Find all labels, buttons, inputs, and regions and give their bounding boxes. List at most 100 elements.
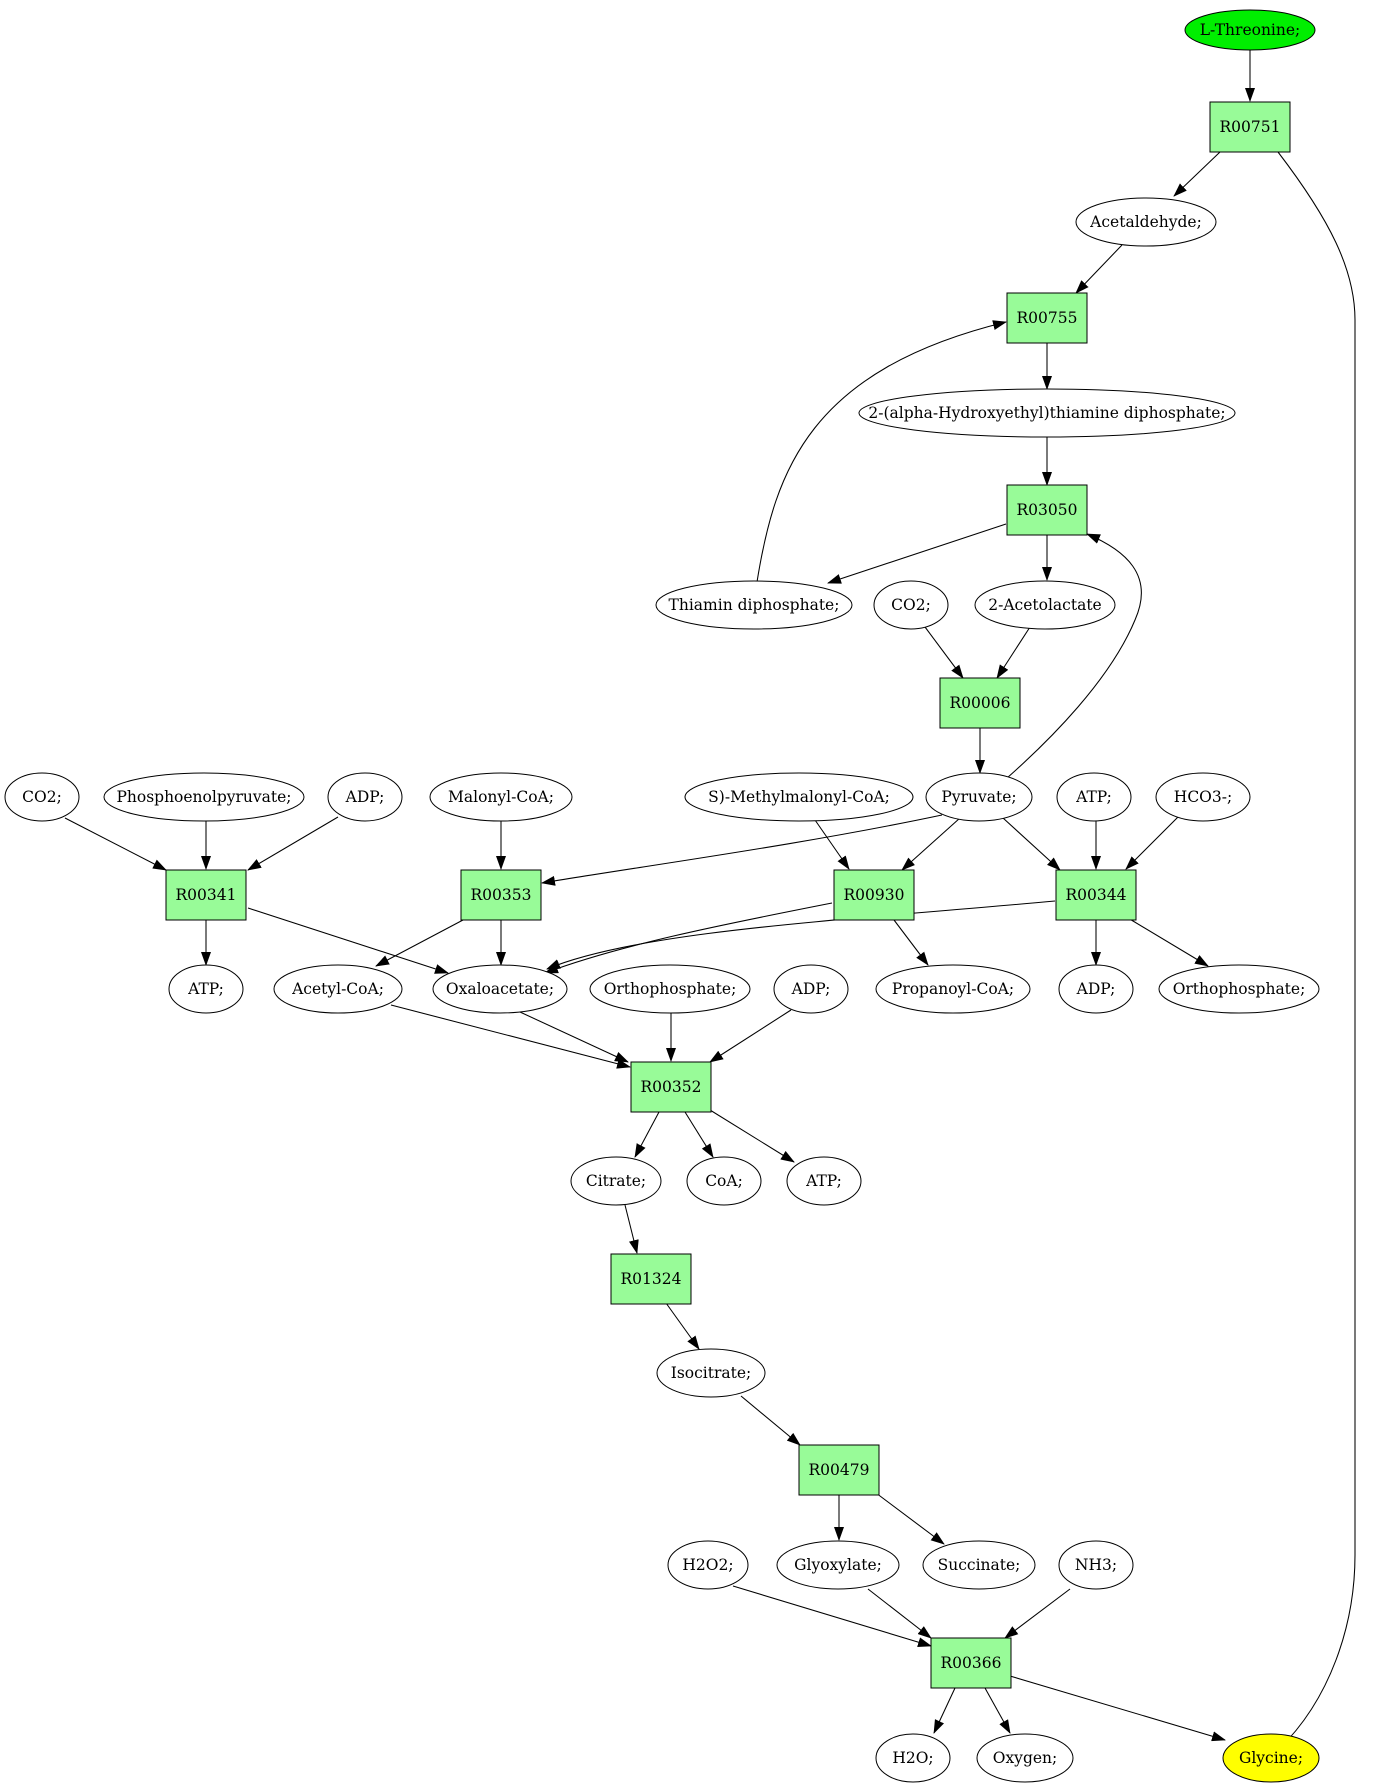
compound-label: Oxaloacetate; — [446, 980, 554, 998]
compound-label: Orthophosphate; — [604, 980, 737, 998]
compound-atp: ATP; — [1056, 772, 1132, 822]
reaction-r00479: R00479 — [798, 1444, 880, 1496]
reaction-label: R00006 — [950, 694, 1011, 712]
reaction-label: R00341 — [176, 886, 237, 904]
edge-r01324-to-isocitrate — [665, 1302, 700, 1350]
reaction-r00344: R00344 — [1055, 869, 1137, 921]
reaction-label: R01324 — [621, 1270, 682, 1288]
compound-2-acetolactate: 2-Acetolactate — [974, 580, 1116, 630]
edge-pyruvate-to-r00930 — [901, 817, 961, 871]
compound-label: Glyoxylate; — [794, 1556, 882, 1574]
edge-h2o2-to-r00366 — [732, 1585, 932, 1648]
compound-label: Citrate; — [586, 1172, 646, 1190]
edge-citrate-to-r01324 — [624, 1204, 639, 1254]
compound-adp: ADP; — [327, 772, 403, 822]
compound-label: ADP; — [791, 980, 831, 998]
compound-malonyl-coa: Malonyl-CoA; — [429, 772, 573, 822]
compound-label: Orthophosphate; — [1173, 980, 1306, 998]
compound-label: Malonyl-CoA; — [448, 788, 554, 806]
compound-label: CO2; — [891, 596, 931, 614]
reaction-label: R00751 — [1220, 118, 1281, 136]
edge-r00751-to-glycine — [1277, 151, 1356, 1751]
compound-label: ATP; — [187, 980, 224, 998]
compound-label: H2O2; — [682, 1556, 733, 1574]
compound-co2: CO2; — [873, 580, 949, 630]
edge-r00930-to-oxaloacetate — [544, 902, 833, 974]
edge-co2-a-to-r00006 — [924, 626, 964, 679]
edge-acetyl-coa-to-r00352 — [390, 1004, 631, 1069]
reaction-r00006: R00006 — [939, 677, 1021, 729]
compound-phosphoenolpyruvate: Phosphoenolpyruvate; — [103, 772, 305, 822]
edge-r00366-to-h2o — [933, 1687, 956, 1734]
edge-r00341-to-oxaloacetate — [247, 907, 449, 974]
edge-adp-a-to-r00341 — [247, 816, 339, 871]
compound-adp: ADP; — [1058, 964, 1134, 1014]
compound-label: Pyruvate; — [941, 788, 1016, 806]
edge-acetaldehyde-to-r00755 — [1075, 244, 1123, 294]
compound-oxygen: Oxygen; — [976, 1733, 1074, 1783]
compound-orthophosphate: Orthophosphate; — [589, 964, 751, 1014]
edge-pyruvate-to-r03050 — [1006, 533, 1142, 779]
edge-thiamin-diphosphate-to-r00755 — [756, 320, 1007, 583]
edge-r03050-to-thiamin-diphosphate — [827, 523, 1007, 584]
edge-acetolactate-to-r00006 — [996, 626, 1031, 679]
edge-isocitrate-to-r00479 — [740, 1395, 801, 1446]
reaction-label: R00366 — [941, 1654, 1002, 1672]
compound-label: Succinate; — [938, 1556, 1021, 1574]
compound-atp: ATP; — [786, 1156, 862, 1206]
reaction-label: R00755 — [1017, 309, 1078, 327]
compound-s-methylmalonyl-coa: S)-Methylmalonyl-CoA; — [684, 772, 914, 822]
reaction-label: R00479 — [809, 1461, 870, 1479]
edge-r00352-to-atp-c — [709, 1109, 795, 1163]
reaction-label: R00930 — [844, 886, 905, 904]
reaction-r00352: R00352 — [630, 1061, 712, 1113]
edge-r00344-to-oxaloacetate — [546, 900, 1056, 970]
edge-r00366-to-oxygen — [984, 1687, 1011, 1734]
compound-label: 2-Acetolactate — [988, 596, 1101, 614]
edge-glyoxylate-to-r00366 — [867, 1588, 932, 1639]
reaction-r01324: R01324 — [610, 1253, 692, 1305]
edge-pyruvate-to-r00353 — [541, 814, 943, 886]
compound-label: ATP; — [805, 1172, 842, 1190]
compound-glyoxylate: Glyoxylate; — [776, 1540, 900, 1590]
compound-label: Propanoyl-CoA; — [892, 980, 1014, 998]
edge-pyruvate-to-r00344 — [1002, 817, 1061, 871]
reaction-r00751: R00751 — [1209, 101, 1291, 153]
reaction-r00930: R00930 — [833, 869, 915, 921]
compound-label: Thiamin diphosphate; — [669, 596, 840, 614]
edge-r00751-to-acetaldehyde — [1173, 151, 1221, 197]
compound-glycine: Glycine; — [1222, 1733, 1320, 1783]
compound-isocitrate: Isocitrate; — [656, 1348, 766, 1398]
reaction-label: R00353 — [471, 886, 532, 904]
compound-label: ADP; — [1076, 980, 1116, 998]
compound-label: CoA; — [705, 1172, 743, 1190]
edge-r00353-to-acetyl-coa — [375, 919, 464, 967]
compound-label: Acetaldehyde; — [1089, 213, 1202, 231]
edge-methylmalonyl-coa-to-r00930 — [814, 819, 850, 870]
compound-atp: ATP; — [168, 964, 244, 1014]
edge-r00352-to-citrate — [634, 1111, 660, 1158]
edge-nh3-to-r00366 — [1004, 1588, 1071, 1639]
edge-oxaloacetate-to-r00352 — [519, 1011, 629, 1063]
compound-co2: CO2; — [4, 772, 80, 822]
compound-label: Acetyl-CoA; — [291, 980, 384, 998]
reaction-r00366: R00366 — [930, 1637, 1012, 1689]
reaction-label: R00352 — [641, 1078, 702, 1096]
reaction-r00353: R00353 — [460, 869, 542, 921]
compound-label: H2O; — [892, 1749, 933, 1767]
compound-nh3: NH3; — [1058, 1540, 1134, 1590]
compound-acetyl-coa: Acetyl-CoA; — [273, 964, 403, 1014]
reaction-r00341: R00341 — [165, 869, 247, 921]
compound-label: Glycine; — [1239, 1749, 1303, 1767]
compound-oxaloacetate: Oxaloacetate; — [432, 964, 568, 1014]
compound-l-threonine: L-Threonine; — [1184, 9, 1316, 51]
compound-adp: ADP; — [773, 964, 849, 1014]
compound-label: NH3; — [1075, 1556, 1117, 1574]
compound-label: ADP; — [345, 788, 385, 806]
edge-r00479-to-succinate — [875, 1492, 945, 1545]
compound-label: Oxygen; — [993, 1749, 1058, 1767]
edge-adp-b-to-r00352 — [709, 1009, 792, 1063]
edge-r00344-to-orthophosphate-b — [1127, 917, 1209, 967]
edge-hco3-to-r00344 — [1125, 816, 1179, 870]
